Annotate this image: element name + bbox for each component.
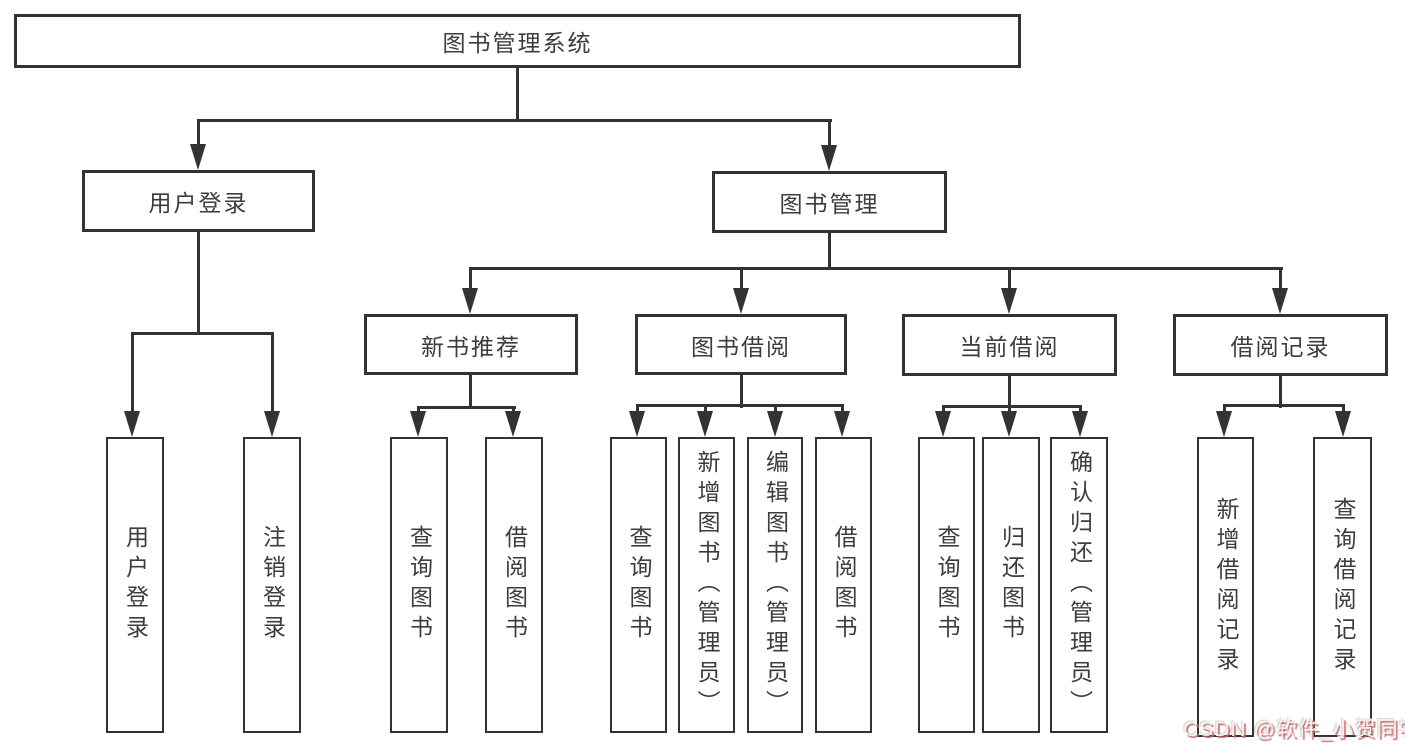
connector-drop — [1079, 405, 1082, 416]
connector-drop — [636, 404, 639, 416]
node-label: 借阅记录 — [1230, 334, 1331, 360]
leaf-label: 查询图书 — [934, 525, 960, 645]
arrow-down-confirm-return — [1072, 411, 1088, 437]
connector-root-stem — [516, 68, 519, 122]
connector-current-borrowing-stem — [1008, 376, 1011, 409]
connector-borrowing-records-stem — [1279, 376, 1282, 408]
connector-drop-current-borrowing — [1008, 267, 1011, 291]
arrow-down-user-login — [190, 144, 206, 170]
node-library-management-system: 图书管理系统 — [14, 14, 1021, 68]
connector-current-borrowing-bus — [942, 405, 1082, 408]
connector-user-login-bus — [131, 332, 274, 335]
node-label: 新书推荐 — [421, 333, 521, 360]
leaf-logout: 注销登录 — [243, 437, 301, 733]
connector-drop-new-book — [469, 267, 472, 291]
arrow-down-edit-books — [767, 411, 783, 437]
node-label: 图书管理系统 — [442, 30, 593, 56]
leaf-query-books-recommend: 查询图书 — [390, 437, 448, 733]
leaf-query-books-current: 查询图书 — [918, 437, 975, 733]
connector-book-borrowing-bus — [636, 404, 844, 407]
connector-drop-book-borrowing — [740, 267, 743, 291]
arrow-down-return-books — [1001, 411, 1017, 437]
connector-book-management-stem — [828, 233, 831, 270]
node-borrowing-records: 借阅记录 — [1173, 314, 1388, 376]
connector-new-book-stem — [469, 375, 472, 409]
connector-drop-book-management — [828, 119, 831, 149]
leaf-label: 借阅图书 — [831, 525, 857, 645]
connector-drop-leaf-logout — [271, 332, 274, 414]
arrow-down-borrow-books — [834, 411, 850, 437]
node-book-borrowing: 图书借阅 — [635, 314, 847, 375]
leaf-label: 查询借阅记录 — [1330, 497, 1356, 677]
connector-drop — [704, 404, 707, 416]
connector-drop — [1008, 405, 1011, 416]
arrow-down-book-borrowing — [733, 288, 749, 314]
leaf-confirm-return-admin: 确认归还（管理员） — [1050, 437, 1108, 733]
connector-drop — [841, 404, 844, 416]
node-current-borrowing: 当前借阅 — [902, 314, 1117, 376]
connector-level3-bus — [469, 267, 1283, 270]
connector-drop — [942, 405, 945, 416]
leaf-add-borrow-record: 新增借阅记录 — [1197, 437, 1254, 737]
node-label: 当前借阅 — [959, 334, 1060, 360]
leaf-label: 借阅图书 — [501, 525, 528, 645]
node-book-management: 图书管理 — [712, 171, 947, 233]
leaf-user-login: 用户登录 — [106, 437, 164, 733]
node-user-login: 用户登录 — [82, 170, 315, 232]
node-label: 用户登录 — [148, 190, 249, 216]
arrow-down-leaf-user-login — [124, 411, 140, 437]
connector-book-borrowing-stem — [740, 375, 743, 408]
arrow-down-query-books-rec — [410, 411, 426, 437]
connector-drop-borrowing-records — [1279, 267, 1282, 291]
leaf-borrow-books-recommend: 借阅图书 — [485, 437, 543, 733]
arrow-down-query-books-current — [935, 411, 951, 437]
arrow-down-leaf-logout — [264, 411, 280, 437]
leaf-label: 归还图书 — [998, 525, 1025, 645]
leaf-label: 编辑图书（管理员） — [762, 450, 789, 720]
arrow-down-add-books — [697, 411, 713, 437]
leaf-return-books: 归还图书 — [982, 437, 1040, 733]
leaf-label: 用户登录 — [122, 525, 149, 645]
leaf-add-books-admin: 新增图书（管理员） — [678, 437, 735, 733]
csdn-watermark: CSDN @软件_小贺同学 — [1183, 718, 1405, 741]
connector-drop — [1223, 404, 1226, 416]
node-label: 图书管理 — [779, 191, 880, 217]
leaf-borrow-books: 借阅图书 — [815, 437, 872, 733]
leaf-query-books-borrowing: 查询图书 — [610, 437, 667, 733]
arrow-down-current-borrowing — [1001, 288, 1017, 314]
leaf-label: 注销登录 — [259, 525, 286, 645]
connector-level2-bus — [197, 119, 832, 122]
connector-drop — [1342, 404, 1345, 416]
connector-new-book-bus — [417, 406, 516, 409]
leaf-label: 确认归还（管理员） — [1066, 450, 1093, 720]
node-new-book-recommendation: 新书推荐 — [364, 314, 578, 375]
connector-user-login-stem — [197, 232, 200, 335]
connector-borrowing-records-bus — [1223, 404, 1345, 407]
leaf-query-borrow-record: 查询借阅记录 — [1313, 437, 1372, 737]
arrow-down-borrow-books-rec — [505, 411, 521, 437]
node-label: 图书借阅 — [691, 333, 791, 360]
leaf-label: 新增图书（管理员） — [694, 450, 720, 720]
arrow-down-new-book — [462, 288, 478, 314]
leaf-label: 查询图书 — [406, 525, 433, 645]
connector-drop — [774, 404, 777, 416]
connector-drop-user-login — [197, 119, 200, 149]
leaf-label: 查询图书 — [626, 525, 652, 645]
arrow-down-book-management — [821, 145, 837, 171]
arrow-down-query-books-borrow — [629, 411, 645, 437]
connector-drop-leaf-user-login — [131, 332, 134, 414]
leaf-label: 新增借阅记录 — [1213, 497, 1239, 677]
arrow-down-borrowing-records — [1272, 288, 1288, 314]
arrow-down-add-borrow-record — [1216, 411, 1232, 437]
arrow-down-query-borrow-record — [1335, 411, 1351, 437]
leaf-edit-books-admin: 编辑图书（管理员） — [747, 437, 803, 733]
